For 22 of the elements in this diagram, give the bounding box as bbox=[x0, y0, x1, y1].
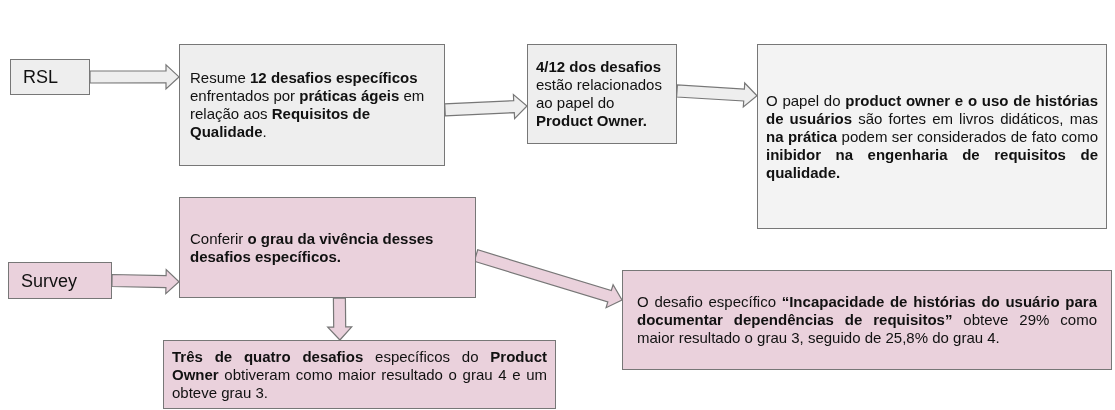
process-box bbox=[527, 44, 677, 144]
node-text: Survey bbox=[21, 269, 79, 292]
conclusion-box bbox=[757, 44, 1107, 229]
node-text: O papel do product owner e o uso de histórias de usuários são fortes em livros didáticos, mas na prática podem ser considerados de fato como inibidor na engenharia de requisitos de qualidade. bbox=[766, 91, 1098, 182]
block-arrow bbox=[675, 81, 758, 109]
node-text: Resume 12 desafios específicos enfrentados por práticas ágeis em relação aos Requisitos de Qualidade. bbox=[190, 69, 426, 141]
process-box bbox=[179, 44, 445, 166]
process-box bbox=[179, 197, 476, 298]
source-box bbox=[8, 262, 112, 299]
result-box bbox=[622, 270, 1112, 370]
node-text: O desafio específico “Incapacidade de histórias do usuário para documentar dependências de requisitos” obteve 29% como maior resultado o grau 3, seguido de 25,8% do grau 4. bbox=[637, 293, 1097, 347]
node-text: Três de quatro desafios específicos do Product Owner obtiveram como maior resultado o grau 4 e um obteve grau 3. bbox=[172, 347, 547, 402]
node-text: 4/12 dos desafios estão relacionados ao papel do Product Owner. bbox=[536, 58, 663, 130]
block-arrow bbox=[326, 297, 354, 341]
source-box bbox=[10, 59, 90, 95]
result-box bbox=[163, 340, 556, 409]
block-arrow bbox=[89, 63, 180, 91]
block-arrow bbox=[444, 93, 528, 120]
node-text: RSL bbox=[23, 66, 59, 88]
block-arrow bbox=[473, 249, 623, 309]
node-text: Conferir o grau da vivência desses desafios específicos. bbox=[190, 229, 435, 266]
block-arrow bbox=[111, 268, 180, 295]
